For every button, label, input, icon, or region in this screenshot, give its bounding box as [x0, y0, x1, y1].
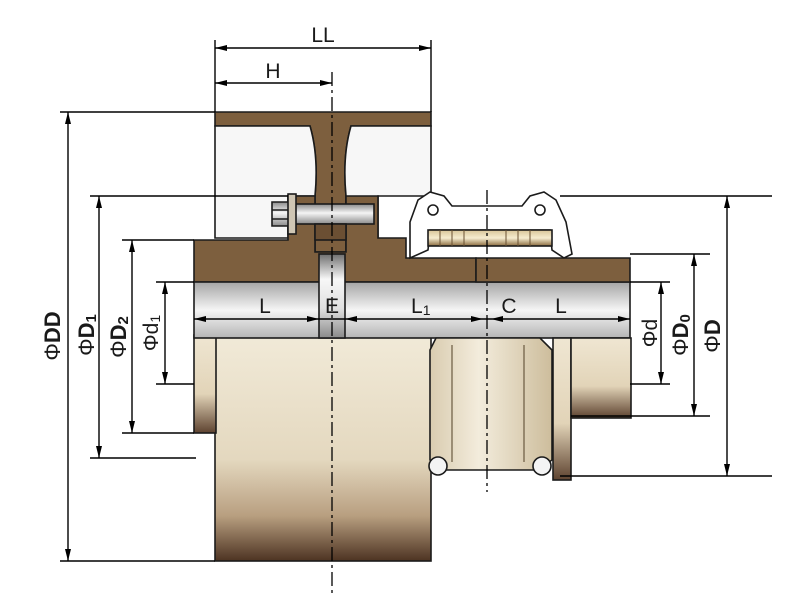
sleeve-hole-right	[534, 204, 546, 216]
label-LL: LL	[311, 24, 334, 47]
bore	[193, 281, 631, 339]
label-L-left: L	[259, 295, 271, 318]
sleeve-foot-left	[428, 456, 448, 476]
sleeve-section	[409, 191, 573, 260]
label-d: Φd	[639, 319, 662, 347]
label-d1: Φd1	[140, 315, 163, 351]
label-D0: ΦD0	[668, 314, 694, 356]
label-L1: L1	[411, 295, 431, 318]
bolt-washer	[287, 193, 297, 235]
label-D: ΦD	[700, 319, 725, 352]
gear-teeth	[427, 229, 553, 247]
label-H: H	[265, 60, 280, 83]
left-hub-stub	[193, 334, 217, 434]
sleeve-body	[429, 337, 553, 471]
label-D2: ΦD2	[106, 316, 132, 358]
sleeve-foot-right	[532, 456, 552, 476]
gear-coupling	[409, 191, 632, 481]
label-E: E	[325, 295, 339, 318]
label-D1: ΦD1	[74, 314, 100, 356]
right-hub-section	[475, 257, 631, 283]
right-flange	[552, 337, 572, 481]
sleeve-hole-left	[427, 204, 439, 216]
flange-bolt	[291, 203, 375, 225]
right-hub-lower	[570, 337, 632, 419]
drum-body	[214, 334, 432, 562]
label-C: C	[501, 295, 516, 318]
label-DD: ΦDD	[40, 311, 65, 360]
label-L-right: L	[555, 295, 567, 318]
shaft-bore	[193, 253, 631, 339]
brake-drum	[193, 111, 477, 562]
